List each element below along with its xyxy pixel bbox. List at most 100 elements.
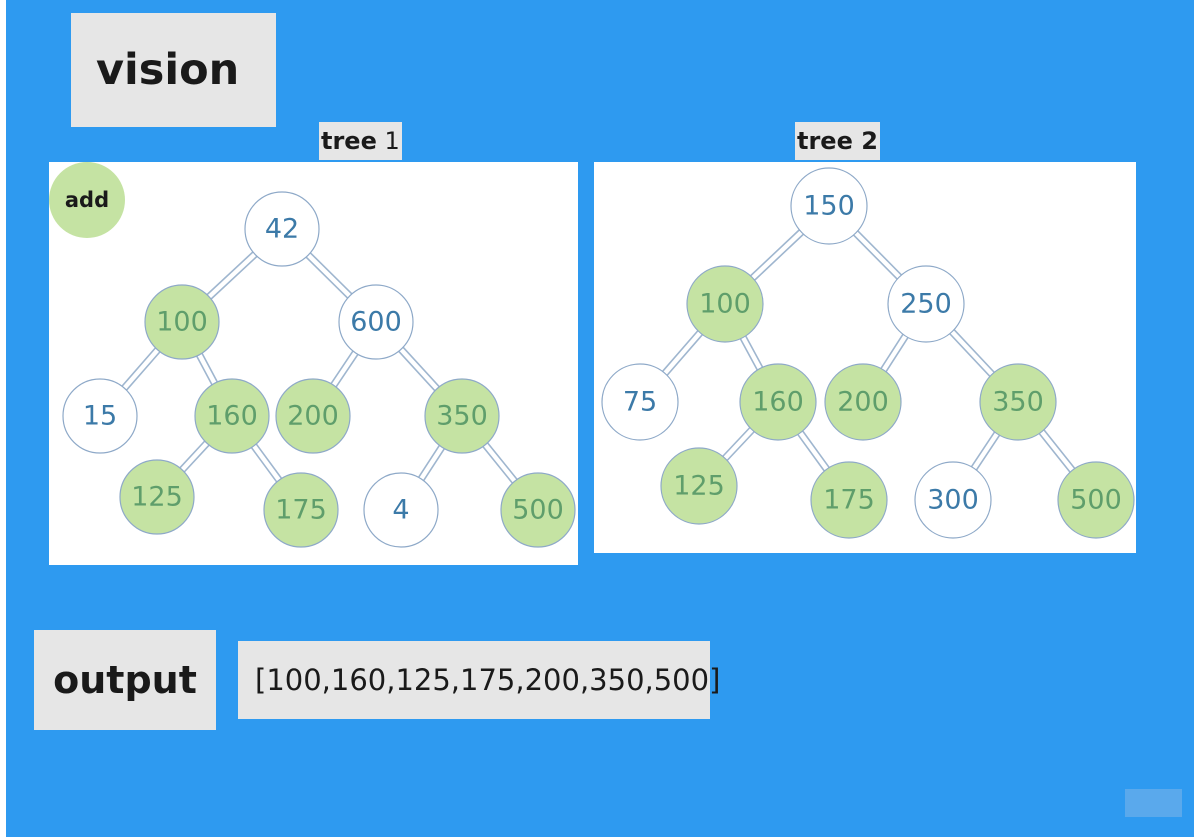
tree-edge bbox=[666, 334, 703, 376]
tree-edge bbox=[422, 448, 446, 482]
tree-node: 200 bbox=[824, 363, 902, 441]
tree-edge bbox=[880, 333, 904, 369]
tree-node-label: 150 bbox=[803, 191, 855, 222]
tree-node: 100 bbox=[144, 284, 220, 360]
tree-node: 100 bbox=[686, 265, 764, 343]
tree-edge bbox=[309, 252, 353, 295]
tree-edge bbox=[1043, 429, 1076, 469]
tree-edge bbox=[662, 330, 699, 372]
tree-node-circle bbox=[263, 472, 339, 548]
tree-edge bbox=[482, 446, 514, 484]
tree-node-label: 4 bbox=[392, 495, 409, 526]
tree-node-label: 42 bbox=[265, 214, 299, 245]
tree-edge bbox=[179, 440, 206, 469]
tree1-label: tree 1 bbox=[319, 122, 402, 160]
tree-node: 175 bbox=[263, 472, 339, 548]
tree-edge bbox=[754, 233, 804, 281]
tree-edge bbox=[975, 434, 1001, 471]
tree-edge bbox=[853, 234, 898, 280]
tree-node: 250 bbox=[887, 265, 965, 343]
tree-edge bbox=[739, 338, 758, 371]
tree-node-label: 125 bbox=[131, 482, 183, 513]
tree-node-label: 15 bbox=[83, 401, 117, 432]
tree-edge bbox=[183, 444, 210, 473]
tree-node-circle bbox=[790, 167, 868, 245]
tree-edge bbox=[486, 442, 518, 480]
tree-node-label: 160 bbox=[206, 401, 258, 432]
tree-node-circle bbox=[338, 284, 414, 360]
tree-node-circle bbox=[119, 459, 195, 535]
tree-edge bbox=[125, 351, 161, 391]
tree-node-circle bbox=[979, 363, 1057, 441]
add-button[interactable]: add bbox=[49, 162, 125, 238]
tree-edge bbox=[885, 337, 909, 373]
tree-node: 600 bbox=[338, 284, 414, 360]
tree-node-circle bbox=[244, 191, 320, 267]
tree-edge bbox=[750, 229, 800, 277]
tree-node: 15 bbox=[62, 378, 138, 454]
tree-node: 350 bbox=[979, 363, 1057, 441]
tree-edge bbox=[970, 431, 996, 468]
tree-edge bbox=[201, 352, 218, 383]
tree2-label-text: tree 2 bbox=[797, 127, 878, 155]
tree-edge bbox=[398, 350, 436, 392]
tree-node-circle bbox=[914, 461, 992, 539]
tree-edge bbox=[250, 447, 278, 483]
tree-node-circle bbox=[739, 363, 817, 441]
tree-edge bbox=[196, 355, 213, 386]
tree-node-label: 160 bbox=[752, 387, 804, 418]
tree-edge bbox=[210, 255, 258, 300]
tree-node: 150 bbox=[790, 167, 868, 245]
tree-node: 125 bbox=[119, 459, 195, 535]
tree-edge bbox=[330, 350, 354, 385]
tree-edge bbox=[121, 347, 157, 387]
tree-node-label: 250 bbox=[900, 289, 952, 320]
tree-node-label: 600 bbox=[350, 307, 402, 338]
tree-node-circle bbox=[660, 447, 738, 525]
tree-node: 200 bbox=[275, 378, 351, 454]
tree-edge bbox=[726, 431, 755, 461]
tree-node-label: 350 bbox=[436, 401, 488, 432]
tree-node-circle bbox=[144, 284, 220, 360]
output-value: [100,160,125,175,200,350,500] bbox=[238, 641, 720, 719]
tree-edge bbox=[949, 333, 991, 377]
tree-node: 300 bbox=[914, 461, 992, 539]
tree-edge bbox=[802, 430, 830, 468]
tree-node-circle bbox=[194, 378, 270, 454]
tree-node-label: 200 bbox=[287, 401, 339, 432]
tree-node: 4 bbox=[363, 472, 439, 548]
tree-node-circle bbox=[62, 378, 138, 454]
tree-node-label: 175 bbox=[823, 485, 875, 516]
tree-edge bbox=[857, 230, 902, 276]
tree-edge bbox=[745, 335, 764, 368]
tree-edge bbox=[255, 443, 283, 479]
tree-node: 75 bbox=[601, 363, 679, 441]
tree-node: 125 bbox=[660, 447, 738, 525]
tree-node-circle bbox=[1057, 461, 1135, 539]
tree-node: 160 bbox=[194, 378, 270, 454]
tree-edge bbox=[722, 427, 751, 457]
tree-node-label: 300 bbox=[927, 485, 979, 516]
page-title: vision bbox=[71, 13, 276, 127]
tree-edge bbox=[305, 256, 349, 299]
tree-node: 160 bbox=[739, 363, 817, 441]
tree-node-circle bbox=[601, 363, 679, 441]
tree2-label: tree 2 bbox=[795, 122, 880, 160]
tree-edge bbox=[953, 329, 995, 373]
tree-node-circle bbox=[887, 265, 965, 343]
tree-edge bbox=[402, 346, 440, 388]
tree-node: 350 bbox=[424, 378, 500, 454]
tree-node-circle bbox=[500, 472, 576, 548]
tree-node-label: 100 bbox=[699, 289, 751, 320]
tree-edge bbox=[1038, 433, 1071, 473]
tree-node-label: 125 bbox=[673, 471, 725, 502]
tree-edge bbox=[206, 251, 254, 296]
tree-node-circle bbox=[824, 363, 902, 441]
corner-button[interactable] bbox=[1125, 789, 1182, 817]
slide-background: vision tree 1 tree 2 42 100 600 15 160 200 350… bbox=[6, 0, 1194, 837]
tree-node-label: 75 bbox=[623, 387, 657, 418]
tree-node-label: 350 bbox=[992, 387, 1044, 418]
